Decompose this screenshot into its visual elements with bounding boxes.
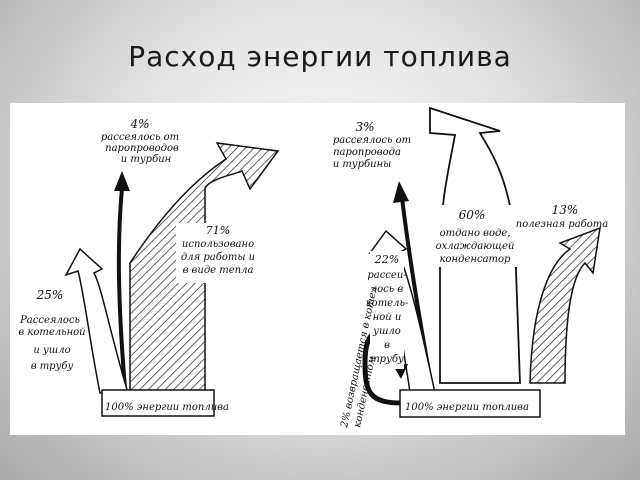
left-used-line-3: в виде тепла <box>183 265 254 276</box>
left-pipes-percent: 4% <box>129 117 149 131</box>
left-pipes-line-1: рассеялось от <box>101 132 179 143</box>
left-base-label: 100% энергии топлива <box>105 402 229 413</box>
right-boiler-line-1: рассеи- <box>367 270 407 281</box>
right-pipes-line-1: рассеялось от <box>333 135 411 146</box>
left-stack-line-3: и ушло <box>33 345 70 356</box>
energy-flow-diagrams: 100% энергии топлива 4% рассеялось от па… <box>18 106 609 430</box>
left-base-box <box>101 389 215 417</box>
right-pipes-line-3: и турбины <box>333 159 392 170</box>
slide-title: Расход энергии топлива <box>128 40 512 73</box>
left-pipes-arrow <box>116 187 127 389</box>
diagram-panel: 100% энергии топлива 4% рассеялось от па… <box>10 103 625 435</box>
right-pipes-percent: 3% <box>355 120 374 134</box>
left-pipes-arrowhead <box>114 171 130 191</box>
right-boiler-line-4: ной и <box>373 312 402 323</box>
right-boiler-percent: 22% <box>374 253 399 266</box>
left-used-label-bg <box>176 223 258 283</box>
left-used-line-1: использовано <box>182 239 254 250</box>
right-boiler-line-5: ушло <box>372 326 401 337</box>
left-stack-arrow <box>64 247 130 394</box>
left-used-percent: 71% <box>206 224 230 237</box>
right-base-box <box>399 389 541 418</box>
left-pipes-line-2: паропроводов <box>105 143 179 154</box>
right-base-label: 100% энергии топлива <box>405 402 529 413</box>
right-pipes-line-2: паропровода <box>333 147 401 158</box>
right-boiler-line-6: в <box>384 340 390 351</box>
left-stack-line-4: в трубу <box>31 361 74 372</box>
right-condenser-line-2: охлаждающей <box>436 241 515 252</box>
right-boiler-label-bg <box>370 251 404 369</box>
right-condenser-line-1: отдано воде, <box>440 228 511 239</box>
right-useful-line-1: полезная работа <box>516 219 609 230</box>
left-stack-line-1: Рассеялось <box>19 315 80 326</box>
right-boiler-line-2: лось в <box>371 284 404 295</box>
left-used-line-2: для работы и <box>181 252 255 263</box>
right-condenser-line-3: конденсатор <box>440 254 511 265</box>
left-stack-line-2: в котельной <box>18 327 85 338</box>
right-condenser-label-bg <box>430 205 518 267</box>
right-useful-arrow <box>529 226 601 384</box>
left-stack-percent: 25% <box>36 288 64 302</box>
right-boiler-line-3: котель- <box>366 298 409 309</box>
right-boiler-line-7: трубу <box>370 354 404 365</box>
left-pipes-line-3: и турбин <box>121 154 171 165</box>
right-condenser-percent: 60% <box>459 208 486 222</box>
right-useful-percent: 13% <box>552 203 579 217</box>
right-pipes-arrowhead <box>393 181 409 203</box>
